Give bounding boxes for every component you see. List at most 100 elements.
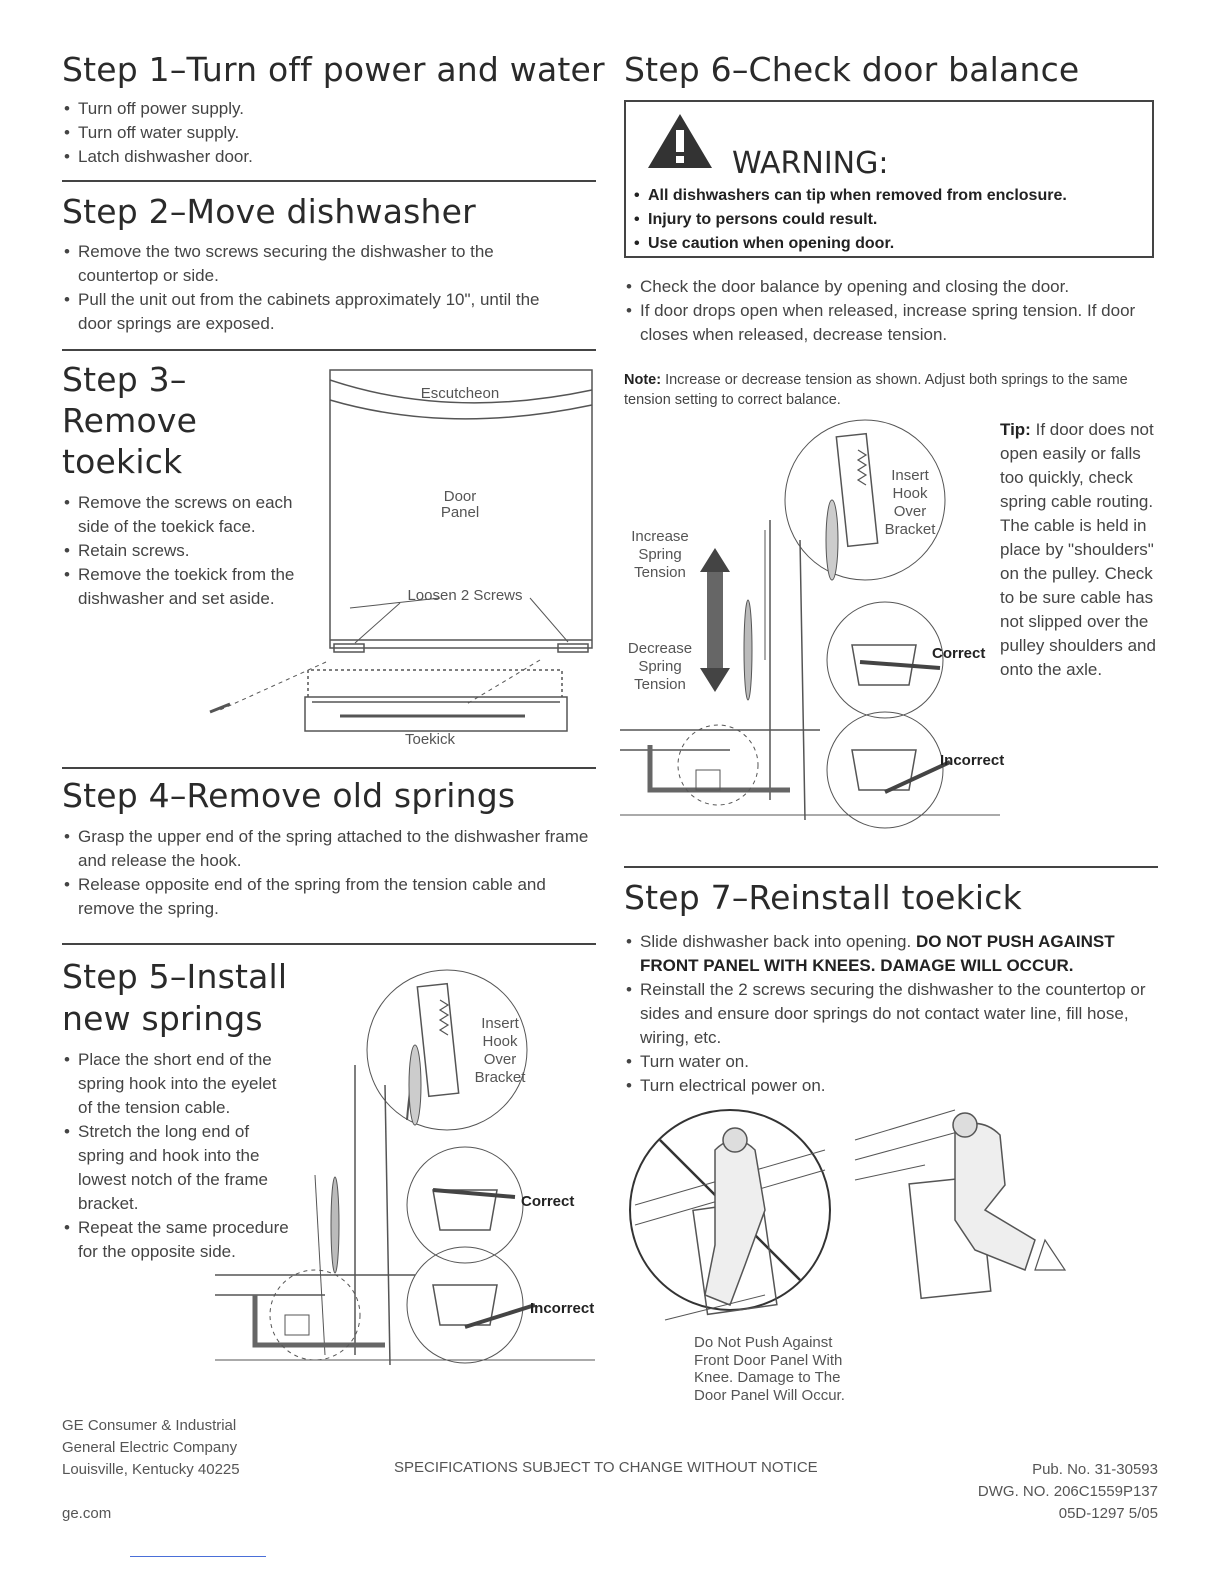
bullet-warning-text: DO NOT PUSH AGAINST FRONT PANEL WITH KNE… xyxy=(640,932,1115,975)
incorrect-label: Incorrect xyxy=(940,752,1005,769)
divider xyxy=(624,866,1158,868)
loosen-screws-label: Loosen 2 Screws xyxy=(407,587,523,604)
step6-title: Step 6–Check door balance xyxy=(624,50,1080,89)
step4-title: Step 4–Remove old springs xyxy=(62,776,516,815)
decrease-label-3: Tension xyxy=(634,676,686,693)
insert-hook-label-4: Bracket xyxy=(884,521,936,538)
divider xyxy=(62,767,596,769)
incorrect-label: Incorrect xyxy=(530,1300,595,1317)
step2-list: Remove the two screws securing the dishw… xyxy=(62,240,572,336)
caption-line: Front Door Panel With xyxy=(694,1351,843,1369)
tension-arrow-icon xyxy=(700,548,730,692)
increase-label-1: Increase xyxy=(631,528,689,545)
list-item: Grasp the upper end of the spring attach… xyxy=(62,825,602,873)
caption-line: Do Not Push Against xyxy=(694,1334,833,1351)
warning-list: All dishwashers can tip when removed fro… xyxy=(632,184,1142,256)
list-item: Turn off power supply. xyxy=(62,97,582,121)
correct-label: Correct xyxy=(521,1193,575,1210)
list-item: Retain screws. xyxy=(62,539,302,563)
bullet-text: Slide dishwasher back into opening. xyxy=(640,932,916,951)
insert-hook-label-4: Bracket xyxy=(474,1069,526,1086)
pub-number: Pub. No. 31-30593 xyxy=(1032,1461,1158,1478)
step3-title-line2: Remove xyxy=(62,401,198,440)
insert-hook-label-3: Over xyxy=(483,1051,517,1068)
insert-hook-label-1: Insert xyxy=(891,467,929,484)
list-item: Turn off water supply. xyxy=(62,121,582,145)
warning-heading: WARNING: xyxy=(732,146,889,181)
list-item: Reinstall the 2 screws securing the dish… xyxy=(624,978,1154,1050)
list-item: Release opposite end of the spring from … xyxy=(62,873,602,921)
toekick-label: Toekick xyxy=(404,731,456,748)
step5-list: Place the short end of the spring hook i… xyxy=(62,1048,294,1264)
escutcheon-label: Escutcheon xyxy=(420,385,500,402)
tip-paragraph: Tip: If door does not open easily or fal… xyxy=(1000,418,1165,682)
step7-caption: Do Not Push Against Front Door Panel Wit… xyxy=(694,1334,845,1404)
tip-text: If door does not open easily or falls to… xyxy=(1000,420,1156,679)
decrease-label-2: Spring xyxy=(638,658,682,675)
list-item: Remove the two screws securing the dishw… xyxy=(62,240,572,288)
spring-install-diagram xyxy=(215,969,595,1366)
step3-list: Remove the screws on each side of the to… xyxy=(62,491,302,611)
step5-title-line2: new springs xyxy=(62,999,263,1038)
reinstall-toekick-diagram xyxy=(629,1109,1067,1321)
dishwasher-front-diagram xyxy=(209,369,593,732)
divider xyxy=(62,349,596,351)
step3-title-line1: Step 3– xyxy=(62,360,187,399)
step7-title: Step 7–Reinstall toekick xyxy=(624,878,1022,917)
step2-title: Step 2–Move dishwasher xyxy=(62,192,476,231)
list-item: Remove the screws on each side of the to… xyxy=(62,491,302,539)
step7-list: Slide dishwasher back into opening. DO N… xyxy=(624,930,1154,1098)
divider xyxy=(62,180,596,182)
step3-title-line3: toekick xyxy=(62,442,183,481)
divider xyxy=(130,1556,266,1557)
step4-list: Grasp the upper end of the spring attach… xyxy=(62,825,602,921)
list-item: Remove the toekick from the dishwasher a… xyxy=(62,563,302,611)
warning-box: WARNING: All dishwashers can tip when re… xyxy=(624,100,1154,258)
company-address: GE Consumer & Industrial General Electri… xyxy=(62,1415,240,1481)
increase-label-3: Tension xyxy=(634,564,686,581)
list-item: Slide dishwasher back into opening. DO N… xyxy=(624,930,1154,978)
list-item: Injury to persons could result. xyxy=(632,208,1142,232)
note-label: Note: xyxy=(624,372,662,388)
door-panel-label-2: Panel xyxy=(440,504,480,521)
insert-hook-label-1: Insert xyxy=(481,1015,519,1032)
list-item: Turn electrical power on. xyxy=(624,1074,1154,1098)
list-item: If door drops open when released, increa… xyxy=(624,299,1154,347)
list-item: Check the door balance by opening and cl… xyxy=(624,275,1154,299)
list-item: Pull the unit out from the cabinets appr… xyxy=(62,288,572,336)
divider xyxy=(62,943,596,945)
increase-label-2: Spring xyxy=(638,546,682,563)
insert-hook-label-3: Over xyxy=(893,503,927,520)
tip-label: Tip: xyxy=(1000,420,1031,439)
step6-list: Check the door balance by opening and cl… xyxy=(624,275,1154,347)
drawing-number: DWG. NO. 206C1559P137 xyxy=(977,1483,1158,1500)
caption-line: Knee. Damage to The xyxy=(694,1369,841,1386)
list-item: Stretch the long end of spring and hook … xyxy=(62,1120,294,1216)
list-item: Latch dishwasher door. xyxy=(62,145,582,169)
list-item: Turn water on. xyxy=(624,1050,1154,1074)
list-item: Repeat the same procedure for the opposi… xyxy=(62,1216,294,1264)
note-paragraph: Note: Increase or decrease tension as sh… xyxy=(624,370,1154,410)
insert-hook-label-2: Hook xyxy=(482,1033,518,1050)
company-line: Louisville, Kentucky 40225 xyxy=(62,1461,240,1478)
door-balance-diagram xyxy=(620,419,1000,829)
publication-info: Pub. No. 31-30593 DWG. NO. 206C1559P137 … xyxy=(978,1459,1158,1525)
caption-line: Door Panel Will Occur. xyxy=(694,1386,845,1404)
company-line: General Electric Company xyxy=(62,1439,238,1456)
decrease-label-1: Decrease xyxy=(627,640,693,657)
warning-triangle-icon xyxy=(648,114,712,168)
list-item: Use caution when opening door. xyxy=(632,232,1142,256)
door-panel-label-1: Door xyxy=(443,488,477,505)
step5-title-line1: Step 5–Install xyxy=(62,957,288,996)
step1-title: Step 1–Turn off power and water xyxy=(62,50,605,89)
specifications-notice: SPECIFICATIONS SUBJECT TO CHANGE WITHOUT… xyxy=(394,1459,818,1476)
list-item: Place the short end of the spring hook i… xyxy=(62,1048,294,1120)
note-text: Increase or decrease tension as shown. A… xyxy=(624,372,1128,408)
insert-hook-label-2: Hook xyxy=(892,485,928,502)
document-code: 05D-1297 5/05 xyxy=(1058,1505,1158,1522)
list-item: All dishwashers can tip when removed fro… xyxy=(632,184,1142,208)
correct-label: Correct xyxy=(932,645,986,662)
step1-list: Turn off power supply. Turn off water su… xyxy=(62,97,582,169)
website-link[interactable]: ge.com xyxy=(62,1505,112,1522)
company-line: GE Consumer & Industrial xyxy=(62,1417,237,1434)
